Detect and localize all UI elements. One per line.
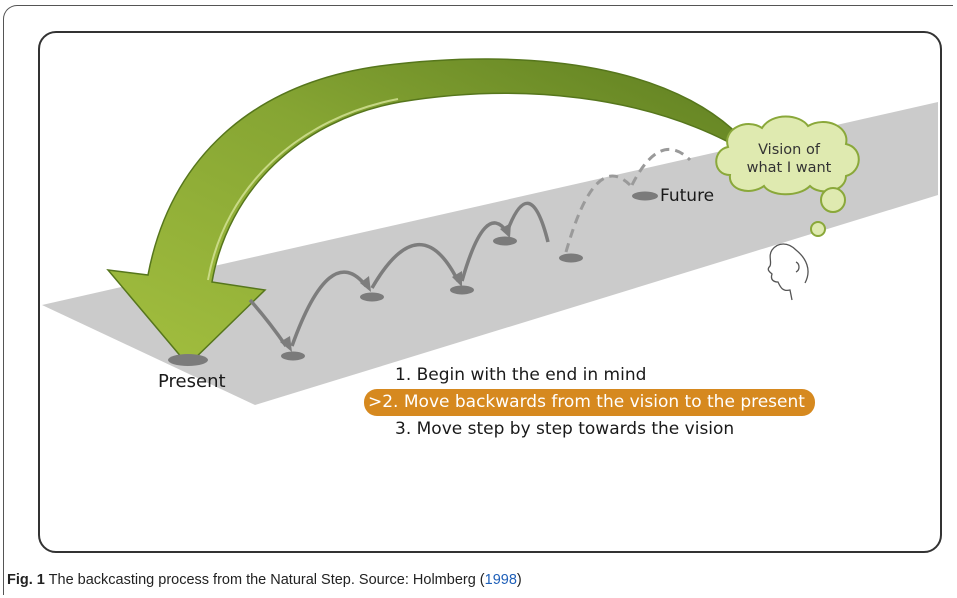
person-head-icon xyxy=(767,243,809,301)
step-number: 3. xyxy=(395,419,417,439)
vision-cloud-line: Vision of xyxy=(758,142,820,158)
vision-cloud-line: what I want xyxy=(746,160,832,176)
step-disc xyxy=(360,292,384,302)
step-item: 3. Move step by step towards the vision xyxy=(368,416,811,443)
step-item: 1. Begin with the end in mind xyxy=(368,362,811,389)
caption-close: ) xyxy=(516,572,522,588)
future-hop-arrows xyxy=(564,148,692,253)
caption-text: The backcasting process from the Natural… xyxy=(44,572,485,588)
thought-cloud-icon xyxy=(715,115,860,237)
present-label: Present xyxy=(158,371,226,392)
step-disc-present xyxy=(168,354,208,366)
step-disc xyxy=(450,285,474,295)
step-disc-future xyxy=(632,191,658,201)
timeline-road xyxy=(42,102,938,405)
step-discs xyxy=(168,191,658,366)
curved-arrow-icon xyxy=(106,58,761,367)
future-label: Future xyxy=(660,186,715,206)
step-text: Move step by step towards the vision xyxy=(416,419,735,439)
citation-link[interactable]: 1998 xyxy=(484,572,517,588)
step-item-highlighted: >2. Move backwards from the vision to th… xyxy=(364,389,815,416)
figure-caption: Fig. 1 The backcasting process from the … xyxy=(7,572,522,588)
step-disc xyxy=(559,253,583,263)
steps-list: 1. Begin with the end in mind >2. Move b… xyxy=(364,362,815,443)
vision-cloud-text: Vision of what I want xyxy=(719,141,859,177)
step-disc xyxy=(493,236,517,246)
step-number: 1. xyxy=(395,365,417,385)
hop-arrows xyxy=(248,201,550,347)
hop-arrowheads xyxy=(280,223,511,352)
step-text: Move backwards from the vision to the pr… xyxy=(403,392,805,412)
step-disc xyxy=(281,351,305,361)
figure-outer-frame xyxy=(3,5,953,595)
figure-label: Fig. 1 xyxy=(7,572,45,588)
step-number: >2. xyxy=(368,392,404,412)
step-text: Begin with the end in mind xyxy=(416,365,647,385)
